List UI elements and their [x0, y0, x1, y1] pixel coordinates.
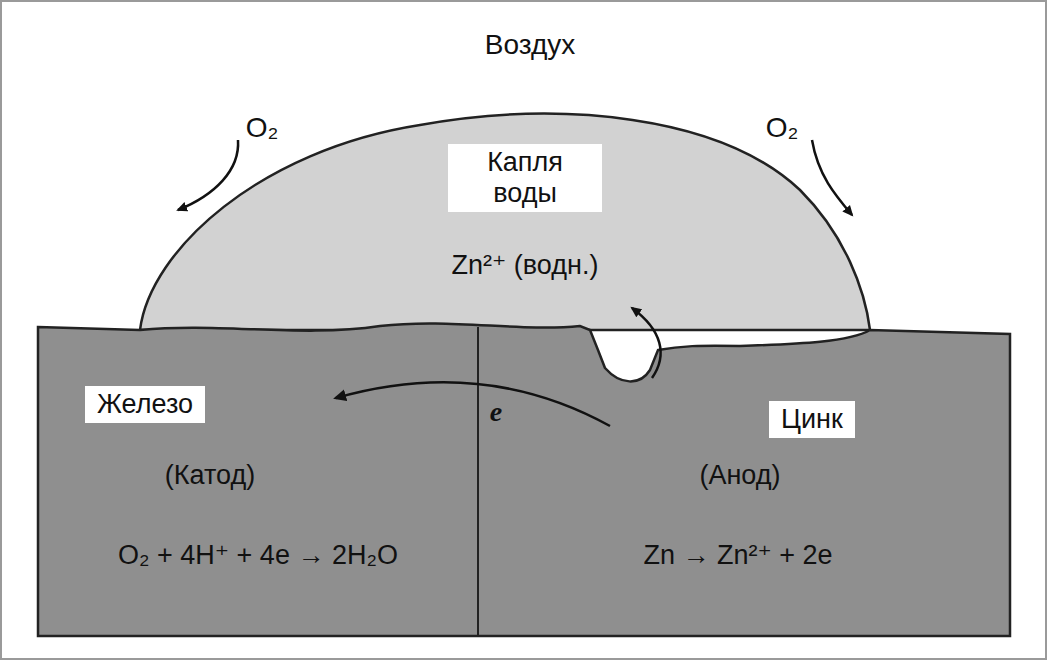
ion-arrow: [632, 308, 661, 378]
iron-cathode-region: (Катод) O₂ + 4H⁺ + 4e → 2H₂O Железо: [38, 330, 478, 636]
oxygen-arrow: [178, 140, 238, 210]
water-drop: [140, 114, 870, 330]
metal-label: Железо: [85, 386, 205, 424]
oxygen-arrow: [812, 140, 852, 215]
electron-flow-arrow: [336, 382, 610, 426]
electrode-role: (Катод): [165, 460, 255, 491]
metal-name: Железо: [85, 386, 205, 423]
metal-block: [38, 323, 1010, 636]
metal-boundary: [477, 327, 479, 636]
cathode-reaction: O₂ + 4H⁺ + 4e → 2H₂O: [118, 540, 398, 571]
drop-label: Капля воды: [448, 144, 602, 212]
oxygen-label: O₂: [766, 112, 799, 144]
oxygen-label: O₂: [246, 112, 279, 144]
air-label: Воздух: [485, 29, 576, 61]
electron-label: e: [487, 396, 505, 428]
zinc-anode-region: (Анод) Zn → Zn²⁺ + 2e Цинк: [478, 346, 1010, 636]
ion-label: Zn²⁺ (водн.): [452, 250, 599, 281]
electrode-role: (Анод): [699, 460, 780, 491]
metal-label: Цинк: [769, 401, 855, 439]
anode-reaction: Zn → Zn²⁺ + 2e: [643, 540, 832, 571]
metal-name: Цинк: [769, 401, 855, 438]
